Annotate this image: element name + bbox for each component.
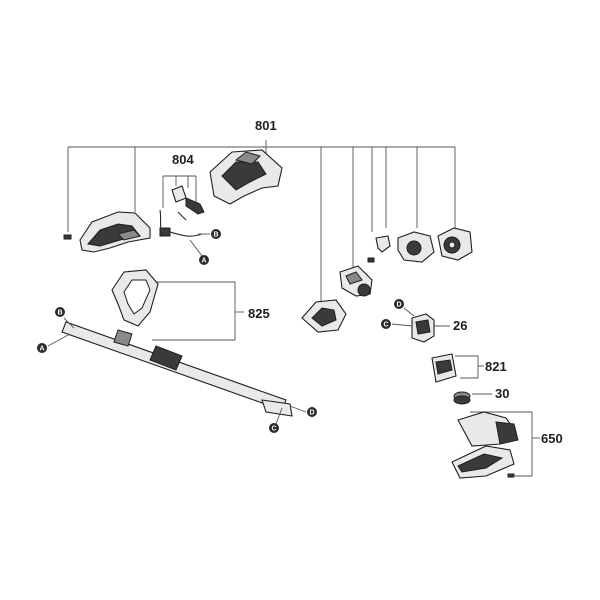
leader-825 bbox=[152, 281, 244, 341]
svg-text:C: C bbox=[384, 322, 389, 329]
spring-part bbox=[453, 391, 471, 405]
connector-c-lower: C bbox=[269, 407, 283, 433]
leader-821 bbox=[455, 355, 479, 379]
svg-text:D: D bbox=[310, 410, 315, 417]
svg-text:A: A bbox=[202, 258, 207, 265]
motor-housing-cap bbox=[437, 227, 473, 261]
svg-text:C: C bbox=[272, 426, 277, 433]
connector-a-lower: A bbox=[37, 333, 71, 353]
leader-801 bbox=[67, 140, 456, 302]
label-804: 804 bbox=[172, 152, 194, 167]
connector-a-upper: A bbox=[189, 239, 209, 265]
switch-assembly bbox=[159, 185, 205, 237]
svg-text:A: A bbox=[40, 346, 45, 353]
svg-text:B: B bbox=[58, 310, 63, 317]
motor-housing-right bbox=[397, 231, 435, 263]
guard-bracket bbox=[431, 353, 457, 383]
connector-d-lower: D bbox=[289, 405, 317, 417]
clamp-housing bbox=[301, 299, 347, 333]
label-825: 825 bbox=[248, 306, 270, 321]
label-26: 26 bbox=[453, 318, 467, 333]
label-821: 821 bbox=[485, 359, 507, 374]
connector-b-upper: B bbox=[198, 229, 221, 239]
shaft-coupler bbox=[339, 265, 373, 297]
svg-text:B: B bbox=[214, 232, 219, 239]
handle-housing-left bbox=[79, 211, 151, 253]
handle-housing-upper bbox=[209, 149, 283, 205]
shaft-tube bbox=[61, 321, 293, 417]
svg-text:D: D bbox=[397, 302, 402, 309]
connector-c-upper: C bbox=[381, 319, 413, 329]
label-650: 650 bbox=[541, 431, 563, 446]
leader-804 bbox=[162, 175, 197, 212]
gear-housing bbox=[411, 313, 435, 343]
connector-b-lower: B bbox=[55, 307, 75, 329]
connector-d-upper: D bbox=[394, 299, 415, 317]
screw-part-left bbox=[63, 234, 72, 240]
label-30: 30 bbox=[495, 386, 509, 401]
guard-assembly bbox=[451, 411, 519, 479]
label-801: 801 bbox=[255, 118, 277, 133]
trigger-part bbox=[367, 235, 391, 263]
leader-650 bbox=[470, 411, 533, 477]
aux-handle bbox=[111, 269, 159, 327]
